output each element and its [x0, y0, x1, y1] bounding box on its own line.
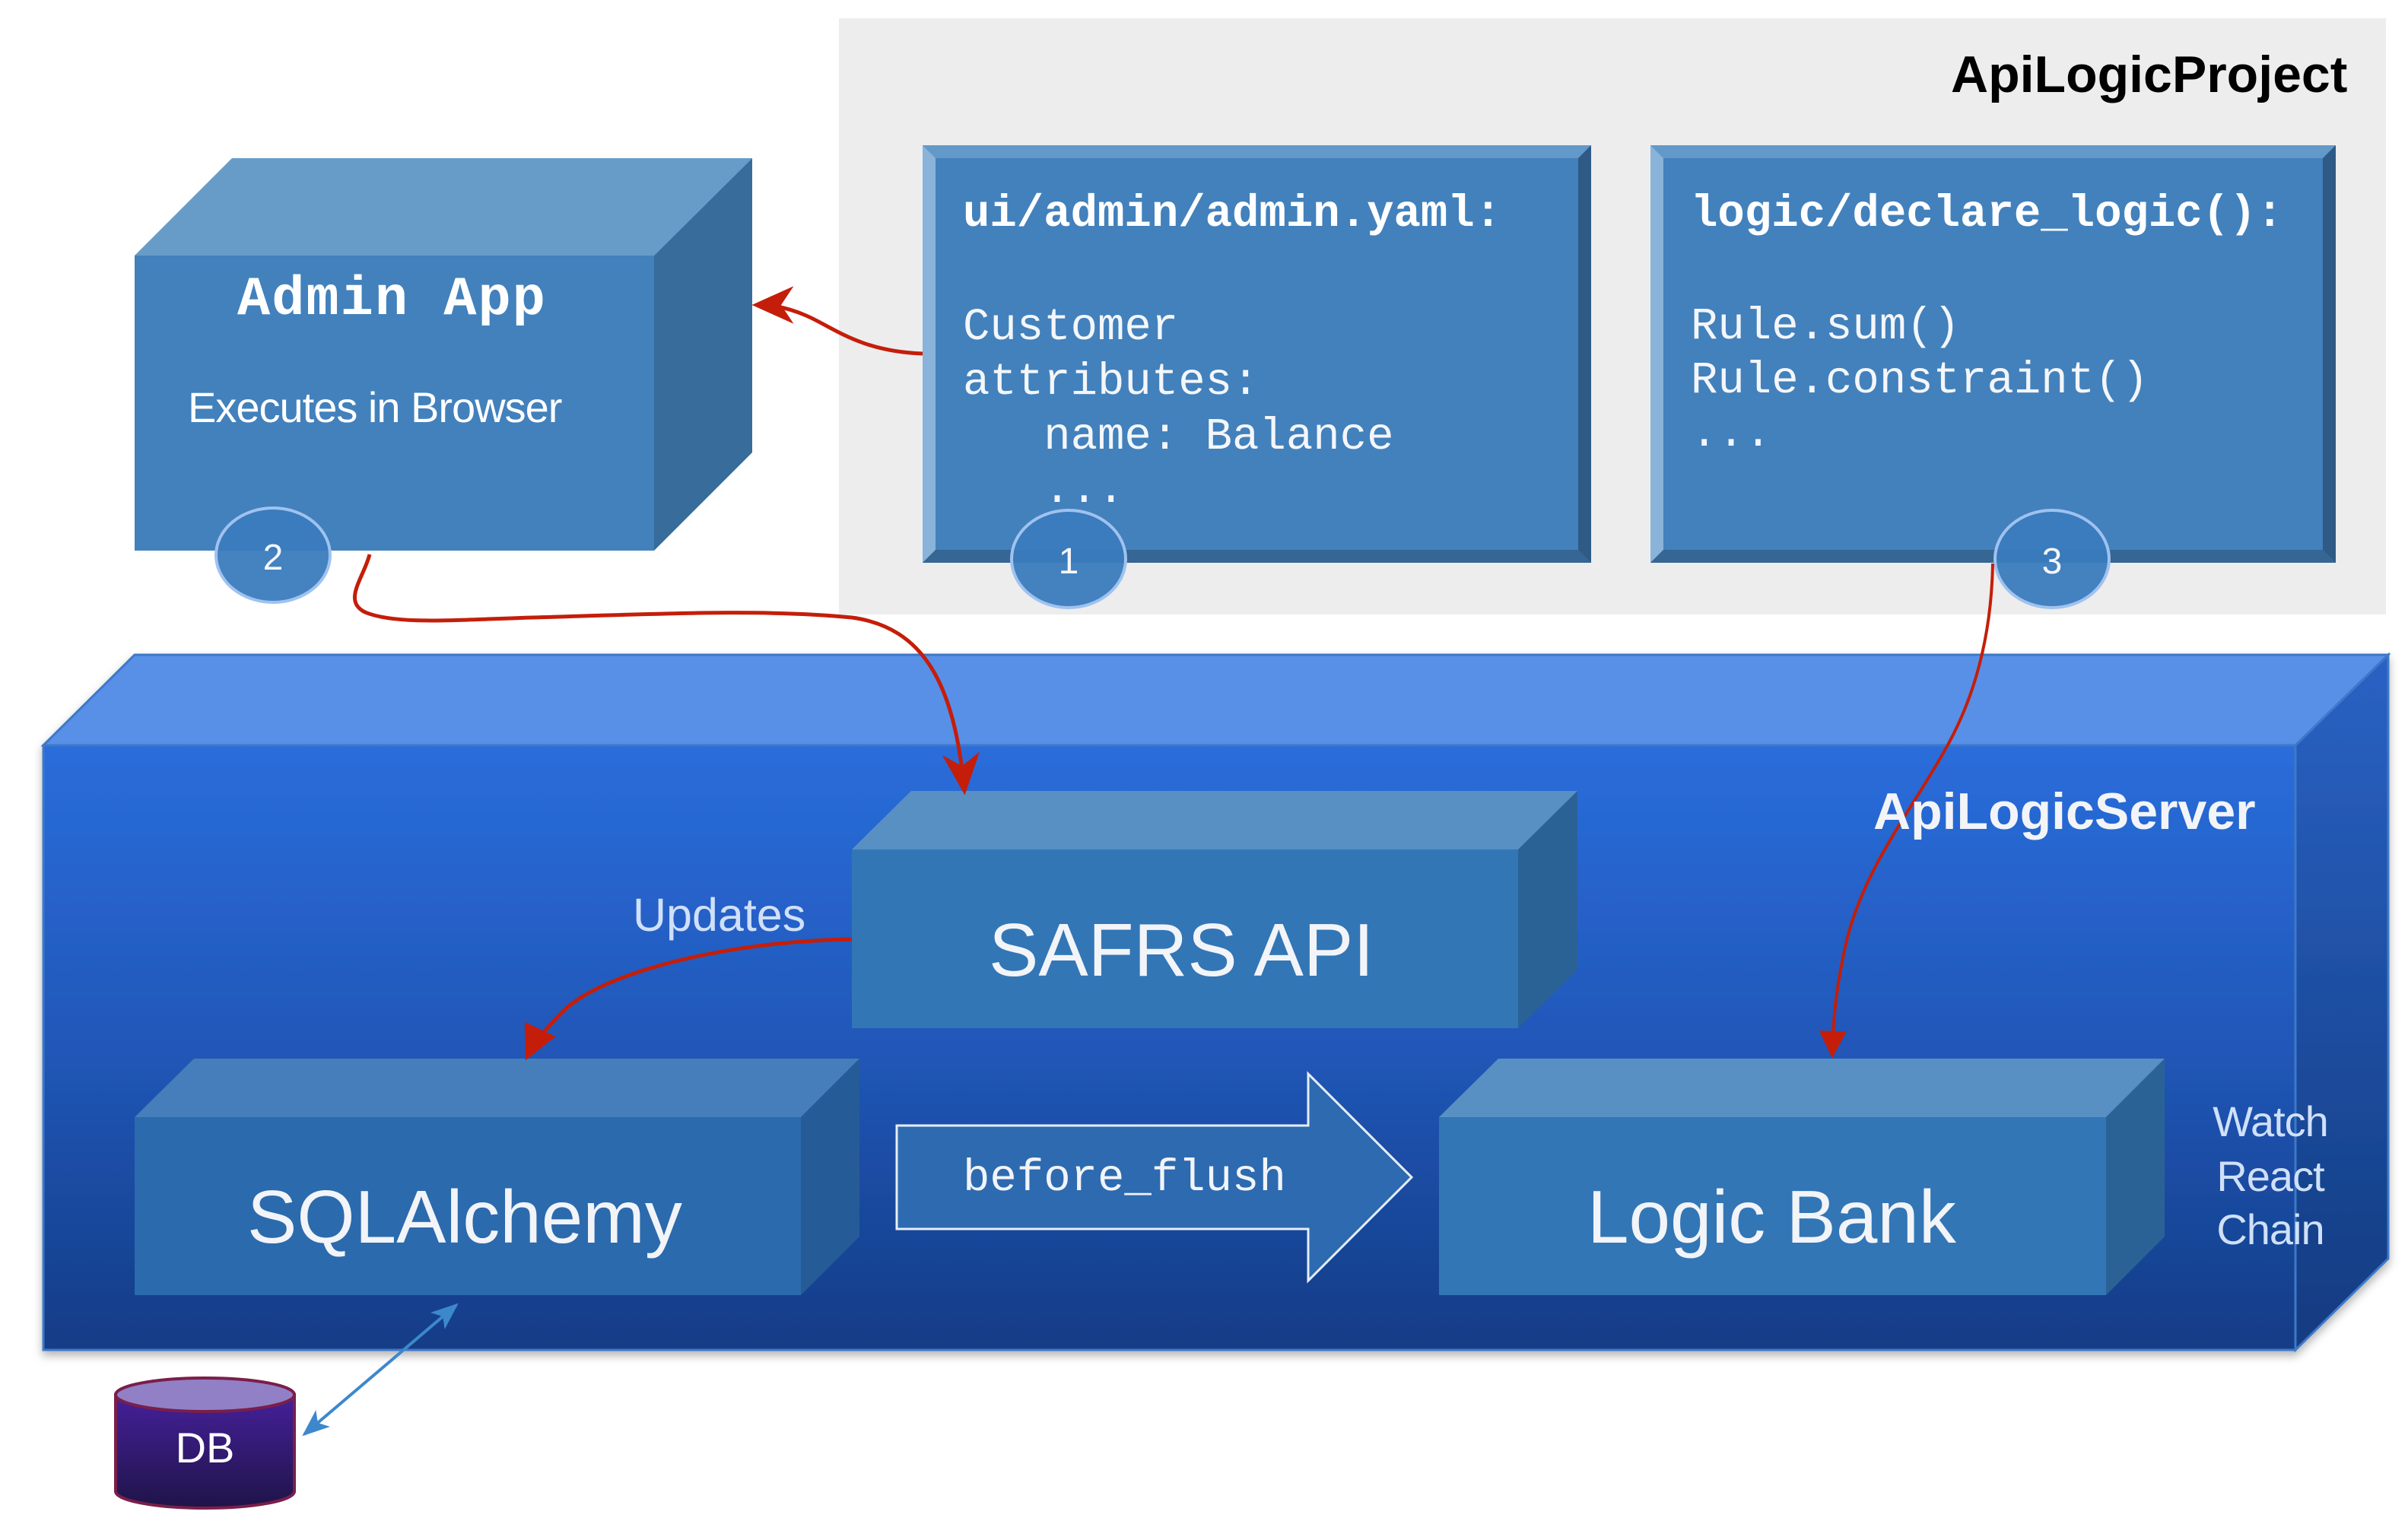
step-number-3: 3 — [2041, 541, 2063, 582]
project-title: ApiLogicProject — [1951, 46, 2348, 103]
step-circle-1 — [1010, 509, 1127, 609]
logic-bank-note: React — [2216, 1152, 2324, 1200]
admin-app-box[interactable] — [135, 158, 752, 551]
before-flush-arrow — [895, 1071, 1414, 1284]
updates-label: Updates — [633, 889, 806, 941]
yaml-box-title: ui/admin/admin.yaml: — [963, 189, 1502, 240]
yaml-line: Customer — [963, 302, 1179, 353]
admin-app-title: Admin App — [237, 268, 547, 331]
yaml-line: attributes: — [963, 357, 1260, 408]
logic-line: Rule.sum() — [1691, 301, 1961, 352]
logic-bank-box[interactable] — [1439, 1059, 2165, 1295]
step-circle-2 — [214, 506, 332, 604]
step-number-1: 1 — [1058, 541, 1079, 582]
logic-line: ... — [1691, 408, 1772, 459]
server-title: ApiLogicServer — [1873, 783, 2256, 840]
yaml-to-admin-arrow — [751, 286, 923, 356]
logic-to-logicbank-arrow — [1819, 563, 1994, 1059]
yaml-box[interactable] — [923, 145, 1591, 563]
safrs-api-label: SAFRS API — [989, 908, 1374, 992]
admin-app-subtitle: Executes in Browser — [188, 383, 562, 431]
logic-box[interactable] — [1650, 145, 2336, 563]
logic-line: Rule.constraint() — [1691, 355, 2149, 406]
sqlalchemy-box[interactable] — [135, 1059, 859, 1295]
safrs-api-box[interactable] — [852, 791, 1577, 1028]
logic-box-title: logic/declare_logic(): — [1691, 189, 2283, 240]
sqlalchemy-label: SQLAlchemy — [247, 1175, 682, 1259]
step-number-2: 2 — [262, 538, 284, 578]
sqlalchemy-db-arrow — [302, 1303, 459, 1437]
logic-bank-note: Watch — [2213, 1097, 2329, 1145]
step-circle-3 — [1993, 509, 2111, 609]
safrs-to-sqlalchemy-arrow — [524, 937, 853, 1061]
admin-to-safrs-arrow — [353, 554, 980, 795]
yaml-line: name: Balance — [963, 411, 1394, 462]
logic-bank-label: Logic Bank — [1587, 1175, 1956, 1259]
yaml-line: ... — [963, 465, 1125, 516]
db-label: DB — [175, 1424, 235, 1472]
logic-bank-note: Chain — [2216, 1205, 2324, 1253]
db-cylinder[interactable] — [114, 1377, 296, 1510]
before-flush-label: before_flush — [963, 1153, 1286, 1204]
